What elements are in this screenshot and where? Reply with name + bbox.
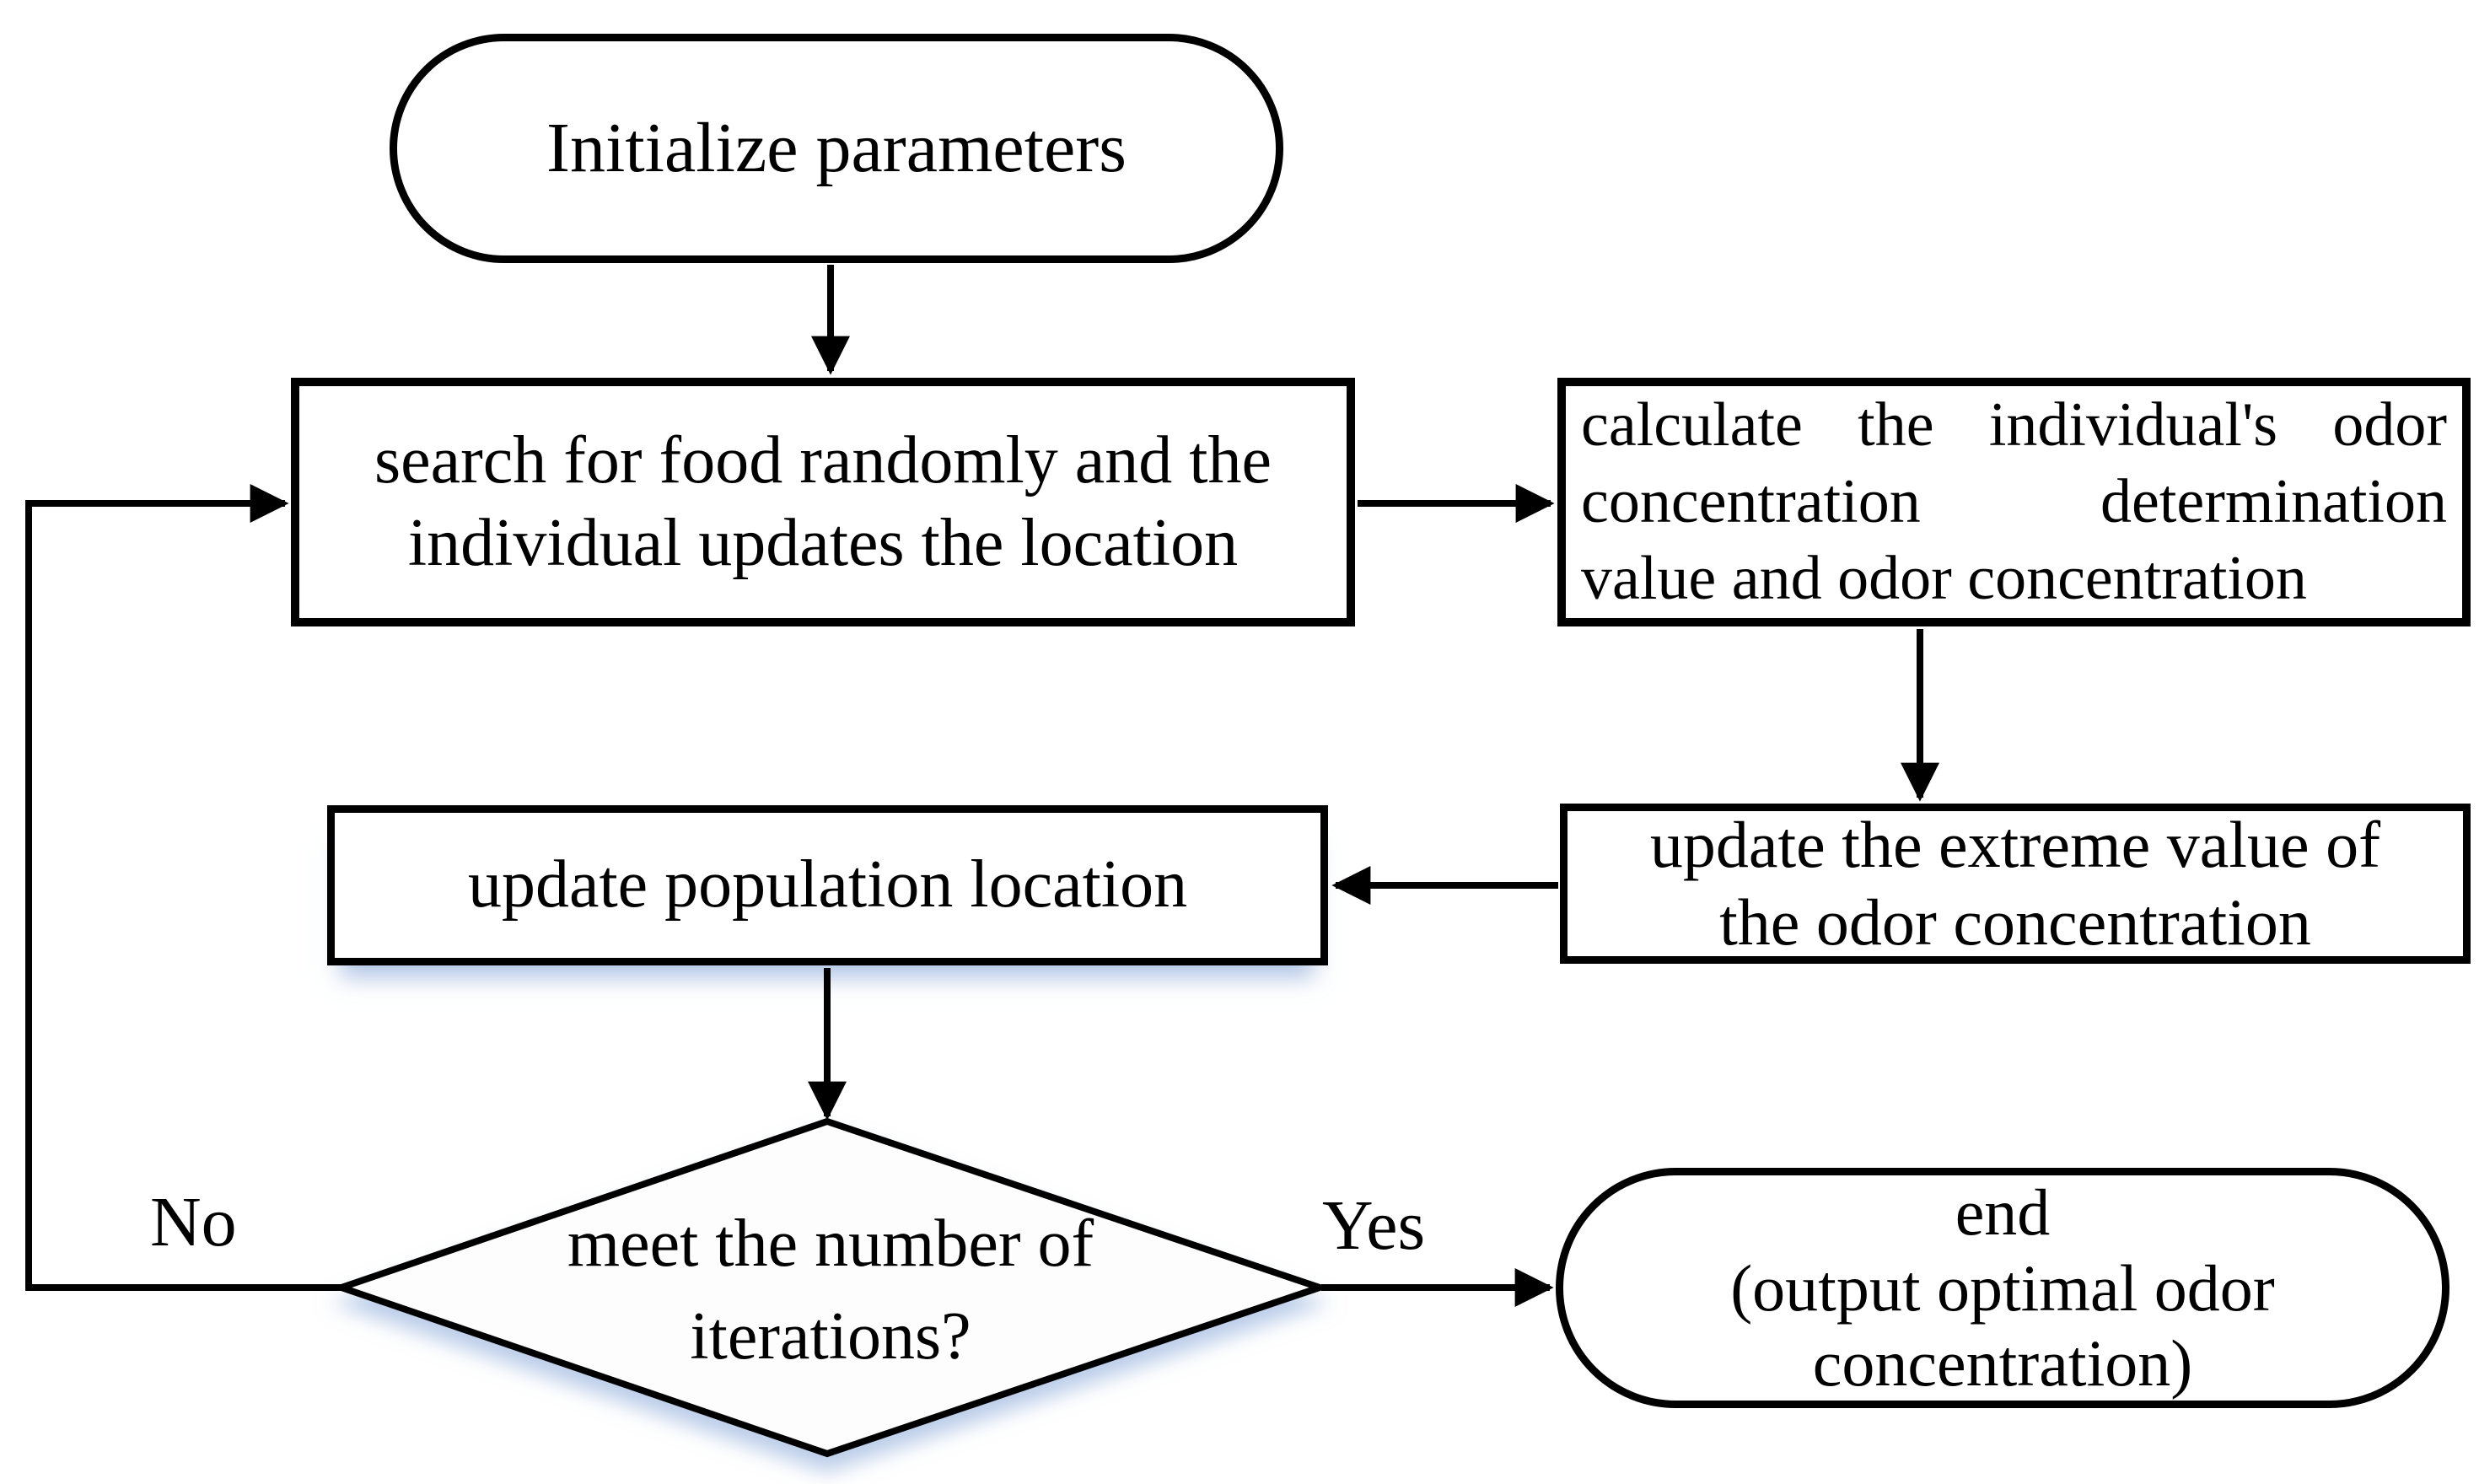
node-text-line: search for food randomly and the: [374, 422, 1272, 497]
process-update-population: update population location: [327, 805, 1328, 965]
node-text-line: (output optimal odor: [1730, 1250, 2275, 1325]
decision-iterations: meet the number of iterations?: [451, 1174, 1210, 1406]
process-calculate-odor: calculate the individual's odor concentr…: [1557, 378, 2471, 626]
process-search-food: search for food randomly and the individ…: [291, 378, 1355, 626]
node-text-line: calculate the individual's odor: [1581, 390, 2447, 460]
end-terminator: end (output optimal odor concentration): [1556, 1168, 2449, 1408]
node-text-line: meet the number of: [567, 1206, 1094, 1281]
process-update-extreme: update the extreme value of the odor con…: [1560, 804, 2471, 964]
node-text-line: end: [1955, 1175, 2051, 1249]
node-text-line: Initialize parameters: [546, 108, 1127, 187]
node-text-line: update the extreme value of: [1649, 807, 2381, 881]
node-text-line: update population location: [467, 847, 1188, 922]
node-text-line: iterations?: [690, 1299, 971, 1374]
edge-label-yes: Yes: [1322, 1186, 1426, 1265]
edge-label-no: No: [150, 1183, 237, 1261]
node-text-line: concentration determination: [1581, 466, 2447, 536]
node-text-line: the odor concentration: [1719, 885, 2311, 959]
node-text-line: value and odor concentration: [1581, 544, 2307, 613]
node-text-line: individual updates the location: [407, 505, 1239, 580]
start-terminator: Initialize parameters: [390, 34, 1283, 263]
node-text-line: concentration): [1812, 1326, 2193, 1401]
